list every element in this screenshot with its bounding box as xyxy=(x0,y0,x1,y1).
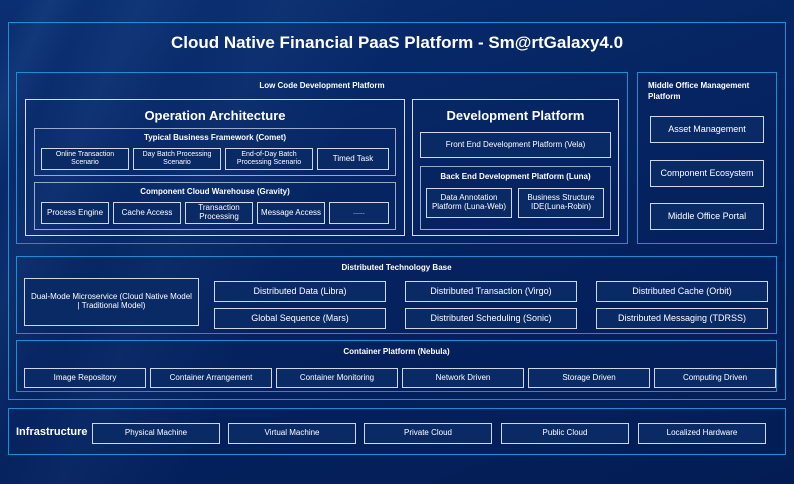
chip-message-access[interactable]: Message Access xyxy=(257,202,325,224)
chip-dual-mode-microservice[interactable]: Dual-Mode Microservice (Cloud Native Mod… xyxy=(24,278,199,326)
chip-network-driven[interactable]: Network Driven xyxy=(402,368,524,388)
middle-office-title: Middle Office Management Platform xyxy=(648,81,750,101)
chip-online-transaction-scenario[interactable]: Online Transaction Scenario xyxy=(41,148,129,170)
chip-global-sequence[interactable]: Global Sequence (Mars) xyxy=(214,308,386,329)
chip-more-components[interactable]: ...... xyxy=(329,202,389,224)
chip-end-of-day-batch-processing-scenario[interactable]: End-of-Day Batch Processing Scenario xyxy=(225,148,313,170)
chip-middle-office-portal[interactable]: Middle Office Portal xyxy=(650,203,764,230)
distributed-technology-base-title: Distributed Technology Base xyxy=(341,263,452,272)
chip-distributed-cache[interactable]: Distributed Cache (Orbit) xyxy=(596,281,768,302)
component-cloud-warehouse-title: Component Cloud Warehouse (Gravity) xyxy=(140,187,290,196)
chip-computing-driven[interactable]: Computing Driven xyxy=(654,368,776,388)
chip-image-repository[interactable]: Image Repository xyxy=(24,368,146,388)
chip-business-structure-ide[interactable]: Business Structure IDE(Luna-Robin) xyxy=(518,188,604,218)
chip-physical-machine[interactable]: Physical Machine xyxy=(92,423,220,444)
page-title: Cloud Native Financial PaaS Platform - S… xyxy=(170,33,624,52)
chip-distributed-scheduling[interactable]: Distributed Scheduling (Sonic) xyxy=(405,308,577,329)
chip-day-batch-processing-scenario[interactable]: Day Batch Processing Scenario xyxy=(133,148,221,170)
chip-cache-access[interactable]: Cache Access xyxy=(113,202,181,224)
chip-distributed-messaging[interactable]: Distributed Messaging (TDRSS) xyxy=(596,308,768,329)
chip-data-annotation-platform[interactable]: Data Annotation Platform (Luna-Web) xyxy=(426,188,512,218)
chip-asset-management[interactable]: Asset Management xyxy=(650,116,764,143)
chip-transaction-processing[interactable]: Transaction Processing xyxy=(185,202,253,224)
development-platform-title: Development Platform xyxy=(446,108,585,123)
chip-container-arrangement[interactable]: Container Arrangement xyxy=(150,368,272,388)
low-code-platform-title: Low Code Development Platform xyxy=(259,81,385,90)
chip-front-end-development-platform[interactable]: Front End Development Platform (Vela) xyxy=(420,132,611,158)
chip-process-engine[interactable]: Process Engine xyxy=(41,202,109,224)
container-platform-title: Container Platform (Nebula) xyxy=(343,347,450,356)
chip-distributed-transaction[interactable]: Distributed Transaction (Virgo) xyxy=(405,281,577,302)
chip-localized-hardware[interactable]: Localized Hardware xyxy=(638,423,766,444)
chip-virtual-machine[interactable]: Virtual Machine xyxy=(228,423,356,444)
chip-container-monitoring[interactable]: Container Monitoring xyxy=(276,368,398,388)
chip-distributed-data[interactable]: Distributed Data (Libra) xyxy=(214,281,386,302)
chip-timed-task[interactable]: Timed Task xyxy=(317,148,389,170)
operation-architecture-title: Operation Architecture xyxy=(144,108,286,123)
typical-business-framework-title: Typical Business Framework (Comet) xyxy=(143,133,287,142)
chip-public-cloud[interactable]: Public Cloud xyxy=(501,423,629,444)
back-end-development-platform-title: Back End Development Platform (Luna) xyxy=(440,172,591,181)
chip-component-ecosystem[interactable]: Component Ecosystem xyxy=(650,160,764,187)
chip-storage-driven[interactable]: Storage Driven xyxy=(528,368,650,388)
chip-private-cloud[interactable]: Private Cloud xyxy=(364,423,492,444)
